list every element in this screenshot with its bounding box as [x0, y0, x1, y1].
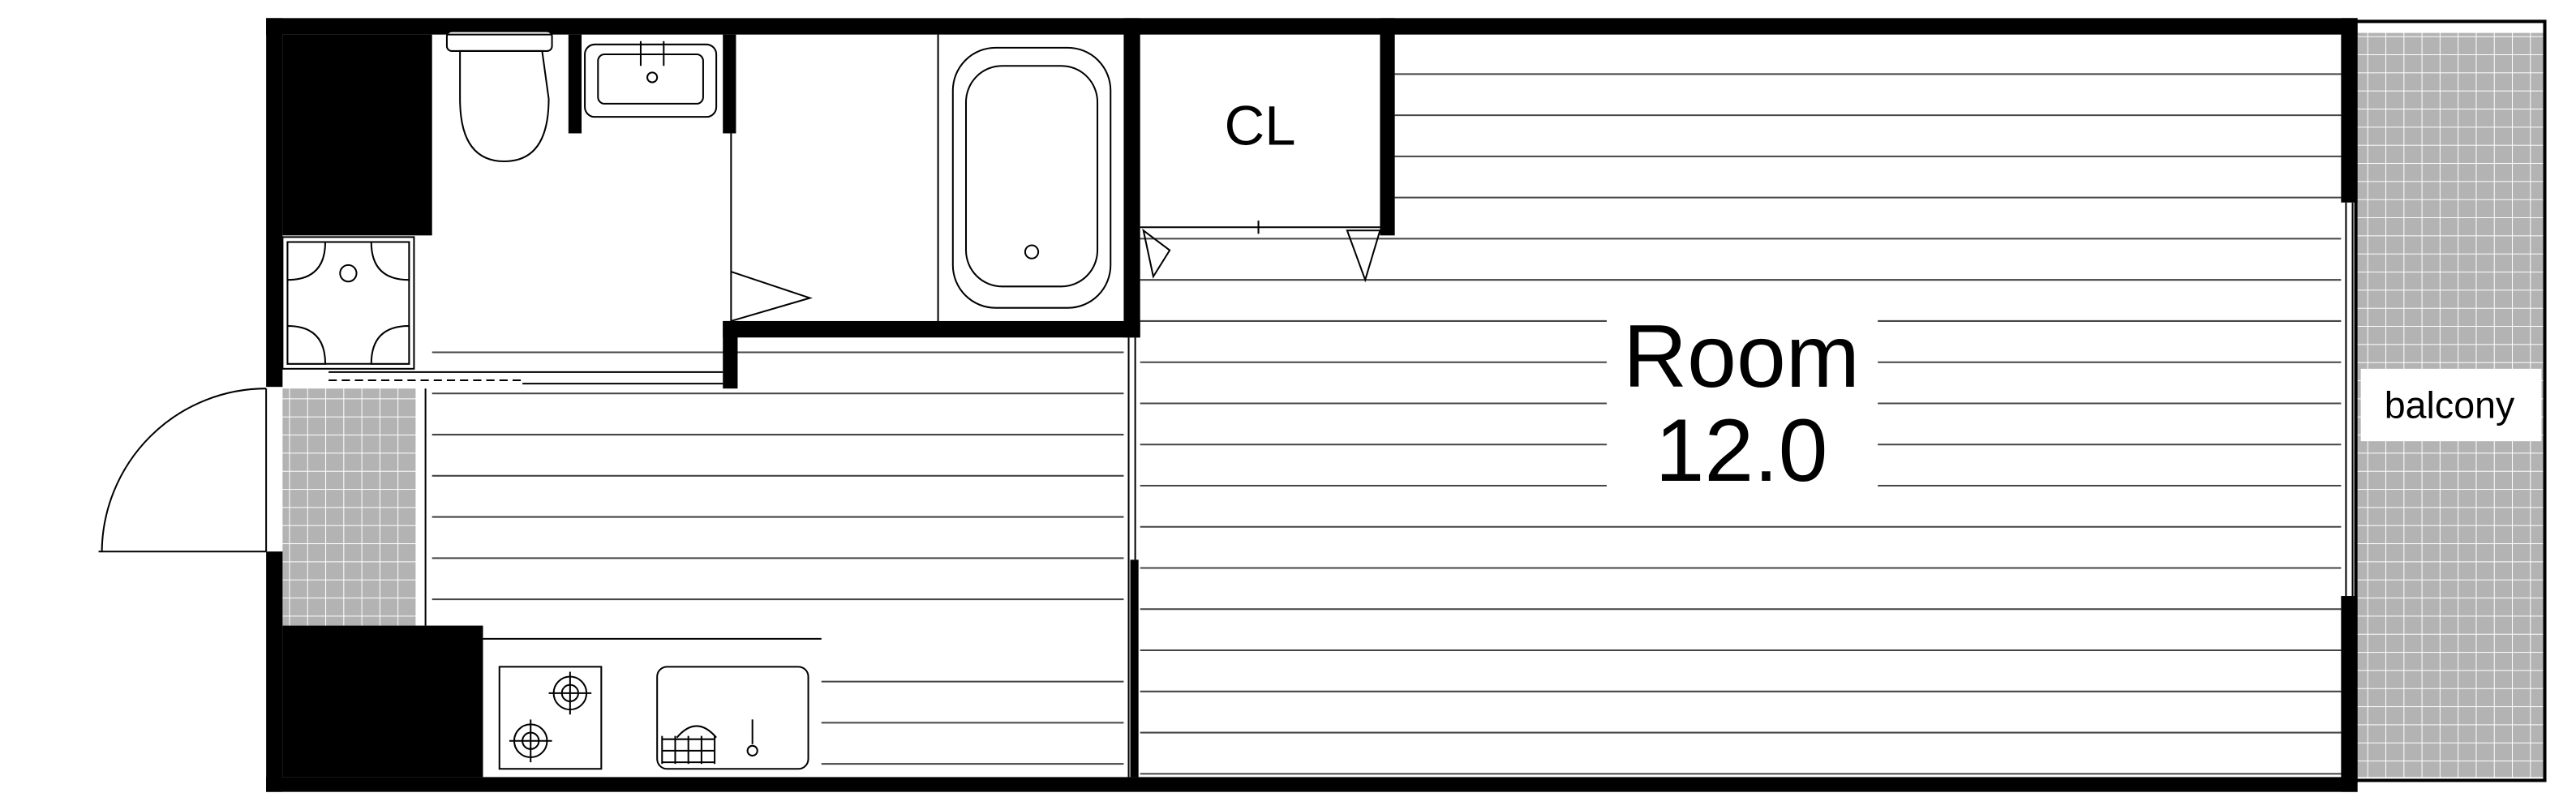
wall-left-lower [266, 551, 283, 792]
balcony-label: balcony [2385, 384, 2515, 426]
sink-drainer-grid [661, 735, 716, 765]
wall-top [266, 18, 2358, 35]
wall-bath-left [723, 320, 738, 389]
entrance-tile [282, 388, 416, 626]
wall-bath-right [1123, 18, 1140, 338]
main-room-floor [1140, 73, 2342, 775]
wall-left-upper [266, 18, 283, 388]
balcony-rail [2354, 19, 2547, 782]
wall-basin-right [723, 34, 736, 134]
kitchen-floor [431, 351, 1124, 765]
door-swing-icon [98, 388, 268, 553]
walls [266, 18, 2358, 792]
closet-label: CL [1225, 95, 1296, 157]
bathtub-icon [951, 46, 1112, 309]
washing-machine-pan-icon [281, 236, 415, 370]
wall-right-upper [2341, 18, 2358, 203]
wall-right-lower [2341, 596, 2358, 792]
kitchen-floor-lines [431, 351, 1124, 765]
wall-bottom [266, 777, 2358, 792]
wall-partition [1130, 559, 1139, 778]
block-bottom-left [282, 625, 483, 778]
wall-closet-right [1380, 18, 1395, 236]
block-top-left [282, 34, 432, 236]
gas-stove-icon [498, 666, 603, 770]
wall-basin-left [568, 34, 582, 134]
kitchen-sink-icon [656, 666, 809, 770]
bath-door-panel [731, 271, 813, 322]
closet-door-left [1142, 228, 1171, 279]
wash-basin-icon [584, 41, 718, 118]
closet-door-right [1346, 229, 1381, 283]
room-name-label: Room [1623, 307, 1860, 406]
balcony-label-bg [2360, 368, 2542, 442]
toilet-icon [445, 30, 553, 163]
room-size-label: 12.0 [1655, 401, 1828, 500]
room-floor-lines [1140, 73, 2342, 775]
wall-bath-bottom [723, 320, 1140, 338]
room-label-bg [1606, 296, 1878, 503]
